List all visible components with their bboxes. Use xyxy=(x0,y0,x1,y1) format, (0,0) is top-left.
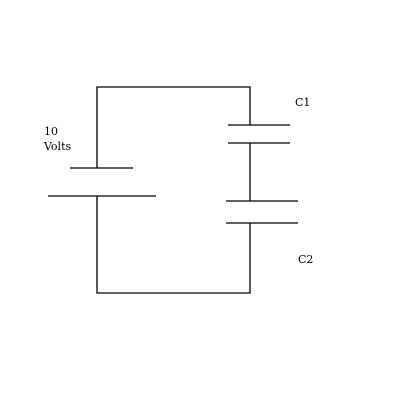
capacitor-c2-label: C2 xyxy=(298,253,313,266)
battery-unit-label: Volts xyxy=(43,140,71,153)
capacitor-c1-label: C1 xyxy=(295,96,310,109)
wire-left-top xyxy=(96,86,251,168)
wire-right-bottom xyxy=(96,196,251,294)
battery-voltage-label: 10 xyxy=(44,125,58,138)
